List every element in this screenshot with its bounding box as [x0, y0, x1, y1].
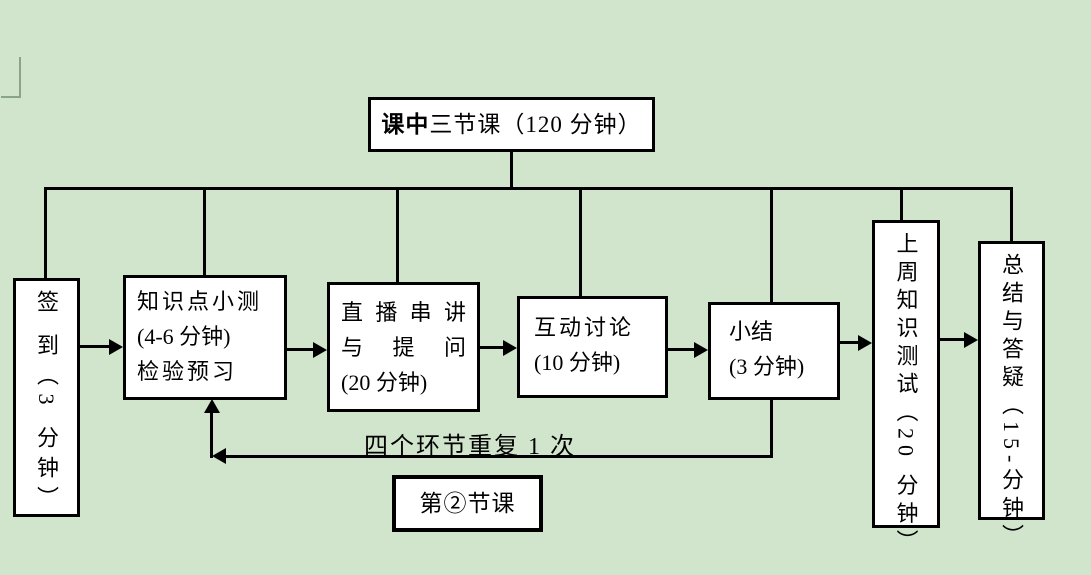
arrow-discussion-to-recap-shaft	[668, 348, 696, 351]
node-quiz-line3: 检验预习	[137, 359, 238, 384]
title-rest-part: 三节课（120 分钟）	[429, 112, 642, 137]
loop-up-arrow-head	[204, 399, 220, 413]
node-class-title: 课中三节课（120 分钟）	[368, 97, 655, 152]
node-recap-line1: 小结	[729, 319, 774, 344]
node-session-2-label: 第②节课	[419, 491, 516, 516]
page-margin-mark-vertical	[19, 57, 21, 98]
connector-drop-quiz	[203, 187, 206, 275]
connector-title-stem	[510, 152, 513, 190]
arrow-lecture-to-discussion-shaft	[480, 346, 505, 349]
node-weekly-test-label: 上周知识测试（20 分钟）	[893, 232, 919, 558]
connector-drop-qa	[1010, 187, 1013, 241]
arrow-recap-to-weekly-test-head	[858, 335, 872, 351]
loop-left-arrow-head	[212, 448, 226, 464]
connector-drop-lecture	[396, 187, 399, 282]
connector-drop-sign-in	[44, 187, 47, 278]
node-discussion-line2: (10 分钟)	[534, 350, 621, 375]
arrow-recap-to-weekly-test-shaft	[840, 341, 860, 344]
arrow-discussion-to-recap-head	[694, 342, 708, 358]
node-lecture-line1: 直播串讲	[341, 300, 466, 325]
loop-up-shaft	[210, 412, 213, 458]
node-lecture-line2: 与 提 问	[341, 335, 466, 360]
connector-main-horizontal	[44, 187, 1013, 190]
node-lecture: 直播串讲 与 提 问 (20 分钟)	[327, 282, 480, 412]
node-recap: 小结 (3 分钟)	[708, 302, 840, 400]
node-weekly-test: 上周知识测试（20 分钟）	[872, 220, 940, 558]
arrow-quiz-to-lecture-head	[313, 342, 327, 358]
node-session-2: 第②节课	[392, 475, 543, 532]
arrow-sign-in-to-quiz-shaft	[80, 345, 111, 348]
node-sign-in: 签 到（3 分钟）	[13, 278, 80, 517]
loop-down-from-recap	[770, 400, 773, 458]
node-sign-in-label: 签 到（3 分钟）	[34, 290, 59, 516]
node-discussion: 互动讨论 (10 分钟)	[517, 296, 668, 398]
arrow-sign-in-to-quiz-head	[109, 339, 123, 355]
arrow-weekly-test-to-qa-shaft	[940, 338, 966, 341]
arrow-lecture-to-discussion-head	[503, 340, 517, 356]
connector-drop-recap	[770, 187, 773, 302]
page-margin-mark-horizontal	[1, 96, 21, 98]
node-qa: 总结与答疑（15-分钟）	[978, 241, 1045, 553]
title-bold-part: 课中	[381, 112, 430, 137]
node-quiz-line2: (4-6 分钟)	[137, 324, 231, 349]
arrow-quiz-to-lecture-shaft	[287, 348, 315, 351]
connector-drop-discussion	[579, 187, 582, 296]
node-qa-label: 总结与答疑（15-分钟）	[999, 253, 1024, 553]
loop-repeat-label: 四个环节重复 1 次	[364, 434, 576, 460]
node-lecture-line3: (20 分钟)	[341, 370, 428, 395]
node-quiz-line1: 知识点小测	[137, 289, 263, 314]
connector-drop-weekly-test	[900, 187, 903, 220]
node-discussion-line1: 互动讨论	[534, 315, 635, 340]
arrow-weekly-test-to-qa-head	[964, 332, 978, 348]
loop-horizontal-shaft	[226, 455, 773, 458]
node-quiz: 知识点小测 (4-6 分钟) 检验预习	[123, 275, 287, 400]
node-recap-line2: (3 分钟)	[729, 354, 805, 379]
